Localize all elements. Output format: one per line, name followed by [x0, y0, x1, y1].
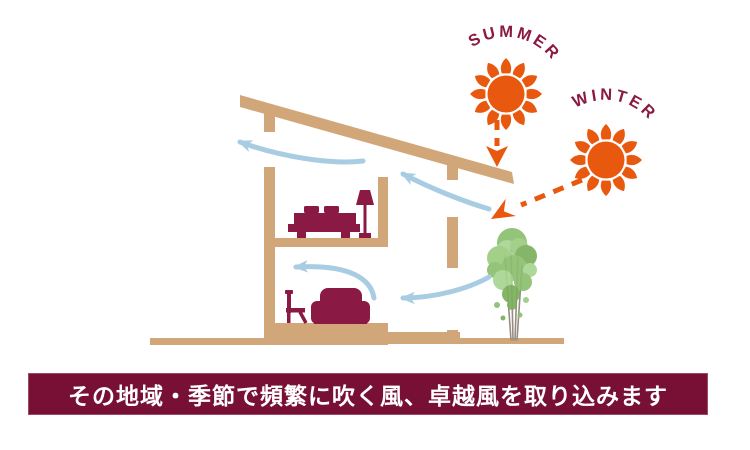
left-wall-upper — [264, 112, 275, 132]
sun-ray — [612, 175, 625, 192]
sun-ray — [500, 58, 512, 74]
summer-label-text: SUMMER — [463, 15, 568, 66]
winter-arrowhead-icon — [491, 198, 516, 219]
lamp-base — [359, 233, 371, 238]
sun-ray — [487, 62, 500, 79]
floor-lamp — [356, 190, 374, 238]
sun-ray — [621, 166, 638, 179]
summer-label: SUMMER — [463, 15, 568, 66]
chair-back-leg — [287, 312, 291, 323]
bed-pillow — [324, 206, 339, 213]
left-wall-lower — [264, 167, 275, 345]
caption-banner: その地域・季節で頻繁に吹く風、卓越風を取り込みます — [28, 373, 708, 415]
sofa-base — [314, 316, 367, 324]
bed-leg — [297, 232, 306, 238]
ground-step — [388, 332, 460, 344]
ground-right — [458, 338, 564, 344]
sun-ray — [587, 175, 600, 192]
shed-roof — [240, 95, 514, 184]
tree-foliage — [487, 228, 537, 321]
winter-sun-icon — [570, 124, 642, 196]
wind-arrow-living-room — [292, 260, 377, 301]
lamp-shade — [356, 190, 374, 205]
loft-floor — [264, 238, 388, 247]
ground-left — [150, 338, 266, 345]
lamp-pole — [363, 205, 367, 235]
house-cross-section — [240, 95, 514, 345]
sun-core — [487, 75, 525, 113]
bed-base — [288, 224, 360, 232]
right-wall-bottom — [447, 330, 458, 344]
sun-ray — [570, 154, 586, 166]
sun-ray — [612, 128, 625, 145]
sun-ray — [587, 128, 600, 145]
tree — [487, 228, 537, 341]
sun-ray — [500, 114, 512, 130]
bed-mattress — [294, 213, 356, 224]
wind-arrow-lower-window-entry — [399, 274, 492, 305]
chair — [285, 290, 308, 324]
bed-pillow — [304, 206, 319, 213]
summer-arrowhead-icon — [486, 146, 508, 167]
sun-ray — [574, 141, 591, 154]
right-wall-top — [447, 164, 458, 180]
sun-ray — [474, 100, 491, 113]
sofa — [311, 288, 370, 324]
chair-back-post — [287, 291, 291, 313]
chair-front-leg — [298, 311, 308, 324]
sun-ray — [487, 109, 500, 126]
wind-flow-arrows — [237, 139, 492, 305]
winter-arrow-dashes — [520, 177, 583, 208]
sun-ray — [512, 109, 525, 126]
sun-ray — [521, 75, 538, 88]
sun-ray — [521, 100, 538, 113]
right-wall-mid — [447, 217, 458, 268]
sun-ray — [574, 166, 591, 179]
wind-arrow-upper-window-entry — [400, 171, 492, 212]
sun-ray — [474, 75, 491, 88]
ground-line — [150, 323, 564, 345]
sun-core — [587, 141, 625, 179]
sun-ray — [512, 62, 525, 79]
sun-ray — [600, 124, 612, 140]
sun-ray — [626, 154, 642, 166]
winter-label-text: WINTER — [567, 79, 663, 126]
sun-ray — [526, 88, 542, 100]
chair-seat — [286, 308, 305, 313]
summer-sun-arrow — [486, 120, 508, 167]
summer-sun-icon — [470, 58, 542, 130]
living-floor-slab — [265, 323, 388, 345]
winter-label: WINTER — [567, 79, 663, 126]
bed-leg — [341, 232, 350, 238]
wind-arrow-attic-exit — [237, 139, 366, 165]
winter-sun-arrow — [491, 177, 583, 219]
sun-ray — [470, 88, 486, 100]
bed — [288, 206, 360, 238]
sun-ray — [600, 180, 612, 196]
interior-wall — [378, 177, 388, 247]
caption-text: その地域・季節で頻繁に吹く風、卓越風を取り込みます — [68, 383, 668, 409]
sun-ray — [621, 141, 638, 154]
